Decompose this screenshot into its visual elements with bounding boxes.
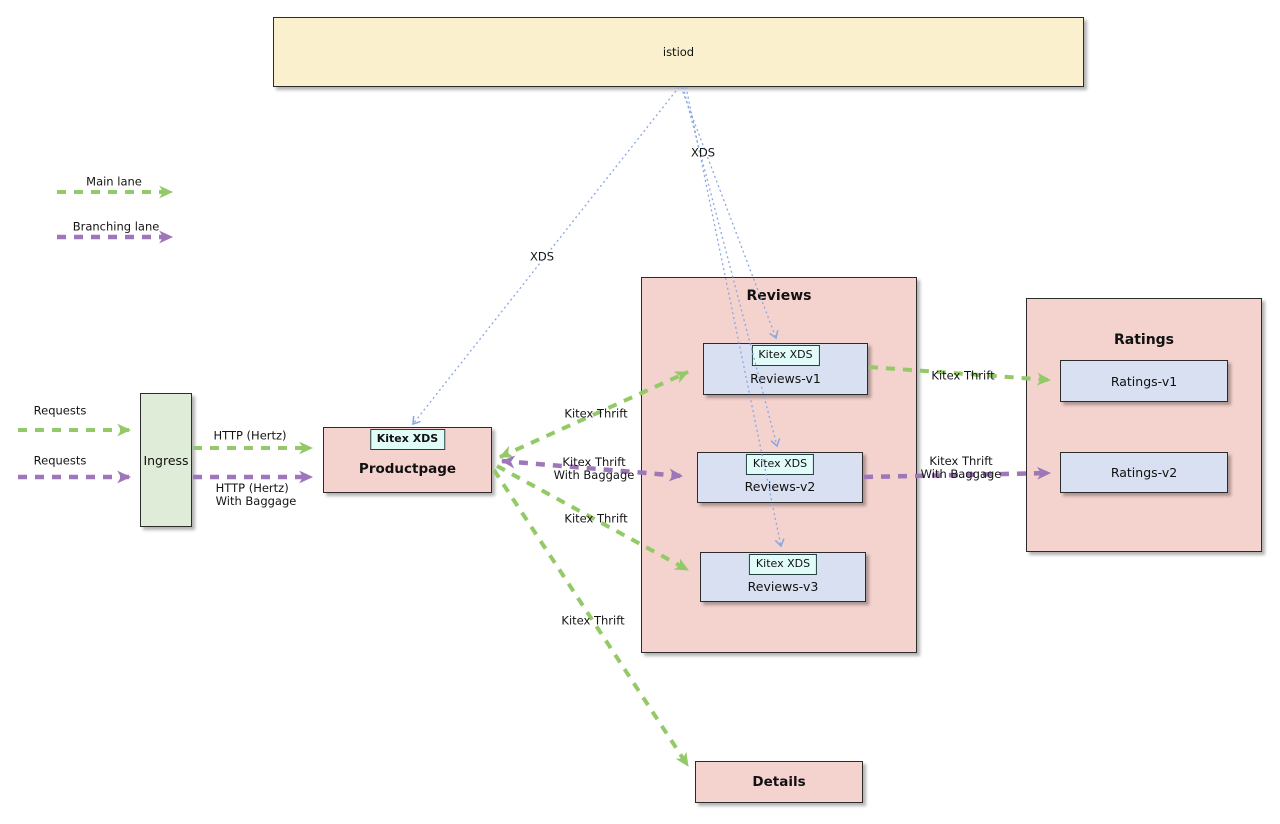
istiod-label: istiod	[662, 45, 695, 59]
ratings-group: Ratings	[1026, 298, 1262, 552]
reviews-v2-kitex-xds-badge: Kitex XDS	[745, 454, 815, 475]
legend-branching-lane-label: Branching lane	[72, 219, 160, 234]
reviews-v1-kitex-xds-badge: Kitex XDS	[751, 345, 820, 366]
kitex-thrift-reviews-v2-label: Kitex Thrift With Baggage	[553, 454, 635, 482]
xds-productpage-label: XDS	[529, 249, 555, 264]
requests-branching-label: Requests	[33, 453, 87, 468]
istiod-node: istiod	[273, 17, 1084, 87]
reviews-v3-kitex-xds-badge: Kitex XDS	[748, 554, 818, 575]
kitex-thrift-reviews-v3-label: Kitex Thrift	[564, 511, 628, 526]
ratings-v2-label: Ratings-v2	[1110, 465, 1178, 480]
reviews-v1-label: Reviews-v1	[750, 370, 821, 386]
ingress-node: Ingress	[140, 393, 192, 527]
productpage-kitex-xds-badge: Kitex XDS	[369, 429, 446, 450]
ratings-v1-node: Ratings-v1	[1060, 360, 1228, 402]
kitex-thrift-details-label: Kitex Thrift	[561, 613, 625, 628]
details-node: Details	[695, 761, 863, 803]
reviews-v3-label: Reviews-v3	[747, 578, 819, 594]
ratings-group-title: Ratings	[1113, 332, 1175, 348]
reviews-group-title: Reviews	[746, 288, 812, 304]
reviews-v1-node: Kitex XDS Reviews-v1	[703, 343, 868, 395]
ingress-label: Ingress	[143, 452, 189, 468]
legend-main-lane-label: Main lane	[86, 174, 142, 189]
requests-main-label: Requests	[33, 403, 87, 418]
http-hertz-baggage-label: HTTP (Hertz) With Baggage	[215, 480, 297, 508]
ratings-v2-node: Ratings-v2	[1060, 452, 1228, 493]
kitex-thrift-ratings-v2-label: Kitex Thrift With Baggage	[920, 453, 1002, 481]
kitex-thrift-reviews-v1-label: Kitex Thrift	[564, 406, 628, 421]
xds-reviews-label: XDS	[690, 145, 716, 160]
http-hertz-label: HTTP (Hertz)	[213, 428, 287, 443]
reviews-v2-label: Reviews-v2	[744, 479, 816, 494]
productpage-node: Kitex XDS Productpage	[323, 427, 492, 493]
productpage-label: Productpage	[358, 461, 457, 477]
ratings-v1-label: Ratings-v1	[1110, 373, 1178, 389]
details-label: Details	[752, 774, 806, 790]
reviews-v3-node: Kitex XDS Reviews-v3	[700, 552, 866, 602]
reviews-v2-node: Kitex XDS Reviews-v2	[697, 452, 863, 503]
kitex-thrift-ratings-v1-label: Kitex Thrift	[931, 368, 995, 383]
